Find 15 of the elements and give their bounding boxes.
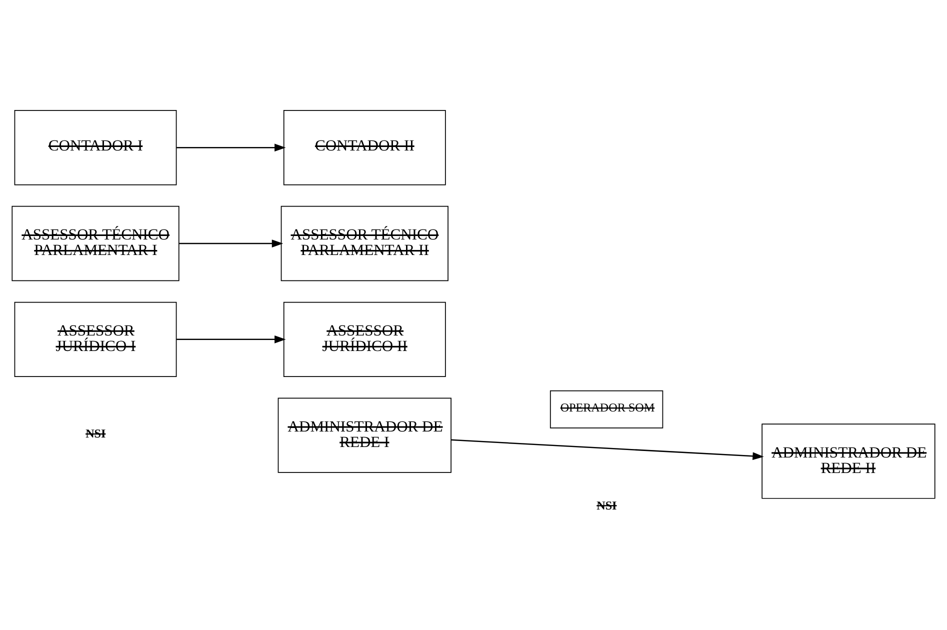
label: NSI [86, 426, 106, 441]
node-box: ASSESSOR JURÍDICO II [283, 302, 446, 377]
arrow [179, 240, 284, 248]
arrow [451, 439, 764, 460]
node-box: CONTADOR I [14, 110, 177, 186]
node-box: OPERADOR SOM [550, 390, 664, 428]
arrow [176, 335, 286, 344]
node-box: CONTADOR II [283, 110, 446, 186]
node-box: ASSESSOR TÉCNICO PARLAMENTAR II [280, 206, 448, 282]
node-box: ADMINISTRADOR DE REDE I [278, 398, 452, 473]
label: NSI [596, 498, 617, 512]
arrow [176, 144, 286, 152]
node-box: ASSESSOR JURÍDICO I [14, 302, 177, 377]
node-box: ASSESSOR TÉCNICO PARLAMENTAR I [12, 206, 180, 282]
node-box: ADMINISTRADOR DE REDE II [762, 424, 936, 499]
